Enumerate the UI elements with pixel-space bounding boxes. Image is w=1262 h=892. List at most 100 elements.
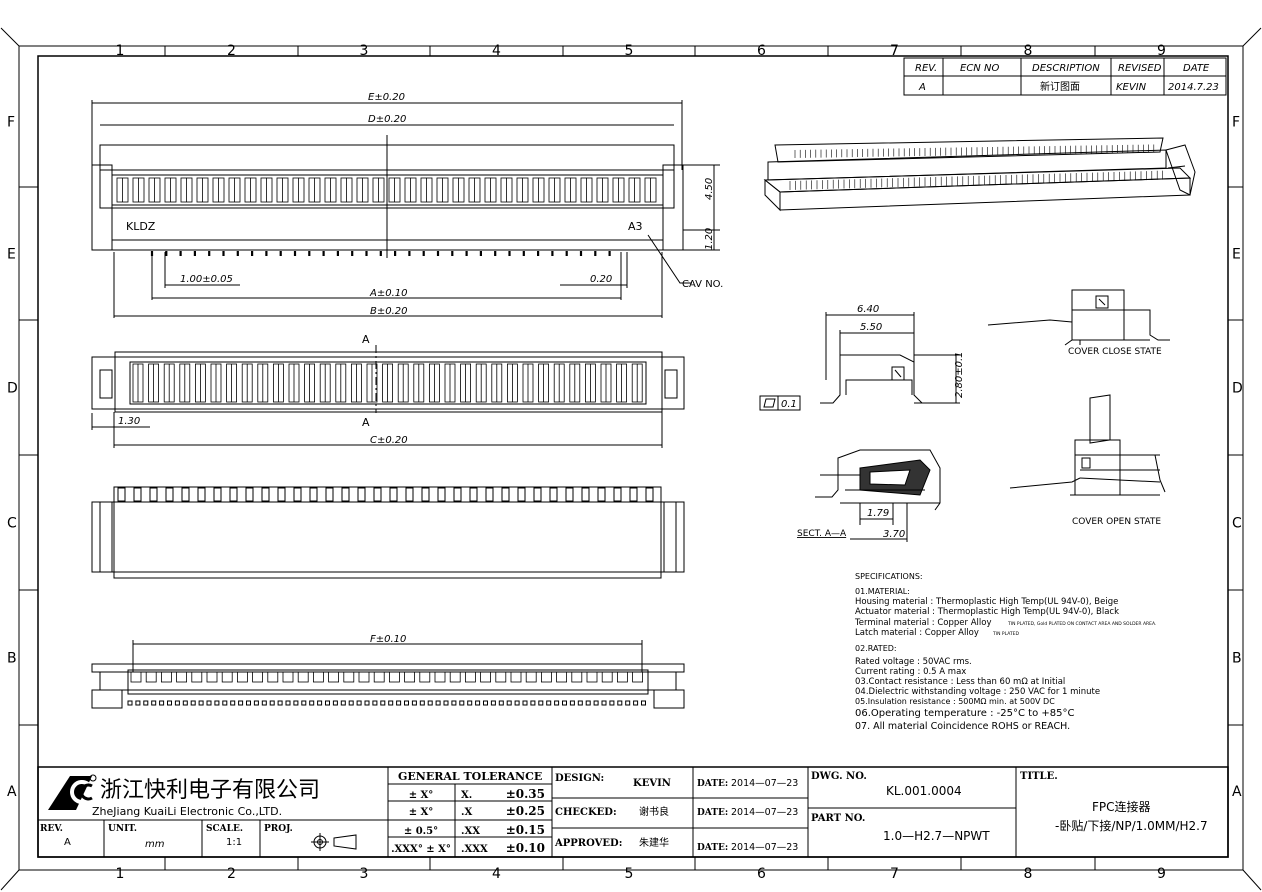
pad-mark	[459, 700, 465, 706]
rear-slot	[510, 671, 522, 683]
column-label-top: 3	[360, 43, 369, 59]
checked-label: CHECKED:	[555, 807, 617, 818]
pad-mark	[538, 700, 544, 706]
projection-symbol-icon	[311, 833, 357, 851]
label-cav-no: CAV NO.	[682, 279, 723, 290]
spec-latch: Latch material : Copper Alloy	[855, 628, 979, 638]
terminal-tail	[501, 487, 510, 502]
unit-value: mm	[145, 839, 165, 850]
column-label-bottom: 3	[360, 866, 369, 882]
column-label-bottom: 7	[890, 866, 899, 882]
pad-mark	[577, 700, 583, 706]
terminal-tail	[213, 487, 222, 502]
pad-mark	[498, 700, 504, 706]
terminal-tail	[565, 487, 574, 502]
pad-mark	[159, 700, 165, 706]
spec-material-head: 01.MATERIAL:	[855, 587, 910, 596]
ecn-header: ECN NO	[960, 63, 999, 74]
pad-mark	[174, 700, 180, 706]
pad-mark	[364, 700, 370, 706]
tolerance-angle: ± 0.5°	[404, 826, 438, 837]
approved-label: APPROVED:	[554, 838, 622, 849]
pad-mark	[325, 700, 330, 706]
spec-housing: Housing material : Thermoplastic High Te…	[855, 597, 1118, 607]
terminal-tail	[405, 487, 414, 502]
rear-slot	[343, 671, 355, 683]
front-view: E±0.20 D±0.20 KLDZ A3 4.50 1.20 CAV NO. …	[91, 92, 723, 318]
pad-mark	[182, 700, 188, 706]
terminal-tail	[517, 487, 526, 502]
dim-280: 2.80±0.1	[954, 351, 965, 398]
pad-mark	[411, 700, 417, 706]
row-label-left: E	[7, 247, 16, 263]
date-label-2: DATE:	[697, 808, 728, 818]
terminal-tail	[549, 487, 558, 502]
date-header: DATE	[1183, 63, 1210, 74]
spec-title: SPECIFICATIONS:	[855, 572, 923, 581]
rear-slot	[571, 671, 583, 683]
rear-slot	[221, 671, 233, 683]
pad-mark	[285, 700, 291, 706]
side-view: 6.40 5.50 2.80±0.1 0.1	[759, 304, 965, 411]
pad-mark	[246, 700, 251, 706]
pad-mark	[388, 700, 394, 706]
rear-slot	[556, 671, 567, 683]
column-dividers	[164, 46, 1096, 870]
rear-slot	[176, 671, 188, 683]
rear-slot	[525, 671, 537, 683]
isometric-view	[763, 137, 1196, 212]
pad-mark	[277, 700, 283, 706]
rear-slot	[541, 671, 552, 683]
column-label-top: 5	[625, 43, 634, 59]
column-label-bottom: 4	[492, 866, 501, 882]
rear-slot	[373, 671, 385, 683]
label-kldz: KLDZ	[126, 220, 156, 233]
part-value: 1.0—H2.7—NPWT	[883, 829, 990, 843]
pad-mark	[569, 700, 575, 706]
terminal-tail	[165, 487, 174, 502]
pad-mark	[356, 700, 362, 706]
pad-mark	[546, 700, 552, 706]
dim-640: 6.40	[857, 304, 879, 315]
rear-slot	[145, 671, 157, 683]
rev-value: A	[918, 82, 926, 93]
pad-mark	[198, 700, 204, 706]
pad-mark	[554, 700, 560, 706]
pad-mark	[562, 700, 567, 706]
pad-mark	[135, 700, 141, 706]
pad-mark	[585, 700, 591, 706]
terminal-tail	[485, 487, 494, 502]
cover-close-view	[987, 289, 1170, 346]
spec-insulation: 05.Insulation resistance : 500MΩ min. at…	[855, 697, 1055, 706]
pad-mark	[617, 700, 623, 706]
spec-terminal-note: TIN PLATED, Gold PLATED ON CONTACT AREA …	[1007, 621, 1156, 627]
terminal-tail	[149, 487, 158, 502]
rear-slot	[617, 671, 628, 683]
pad-mark	[419, 700, 425, 706]
spec-latch-note: TIN PLATED	[992, 631, 1020, 637]
pad-mark	[451, 700, 457, 706]
tolerance-angle: ± X°	[409, 790, 434, 801]
date-label-3: DATE:	[697, 843, 728, 853]
approved-value: 朱建华	[639, 836, 669, 849]
cover-open-view	[1009, 394, 1166, 496]
row-label-left: A	[7, 784, 17, 800]
terminal-tail	[261, 487, 270, 502]
pad-mark	[601, 700, 607, 706]
rear-slot	[464, 671, 476, 683]
rear-slot	[328, 671, 340, 683]
description-value: 新订图面	[1040, 80, 1080, 93]
pad-mark	[214, 700, 220, 706]
pad-mark	[404, 700, 409, 706]
pad-mark	[127, 700, 133, 706]
section-label: SECT. A—A	[797, 529, 847, 539]
rear-slot	[495, 671, 507, 683]
proj-label: PROJ.	[264, 824, 293, 834]
pad-mark	[151, 700, 157, 706]
pad-mark	[340, 700, 346, 706]
dim-450: 4.50	[704, 178, 715, 200]
rear-slot	[586, 671, 598, 683]
rear-slot	[191, 671, 203, 683]
tolerance-angle: .XXX° ± X°	[391, 844, 451, 855]
